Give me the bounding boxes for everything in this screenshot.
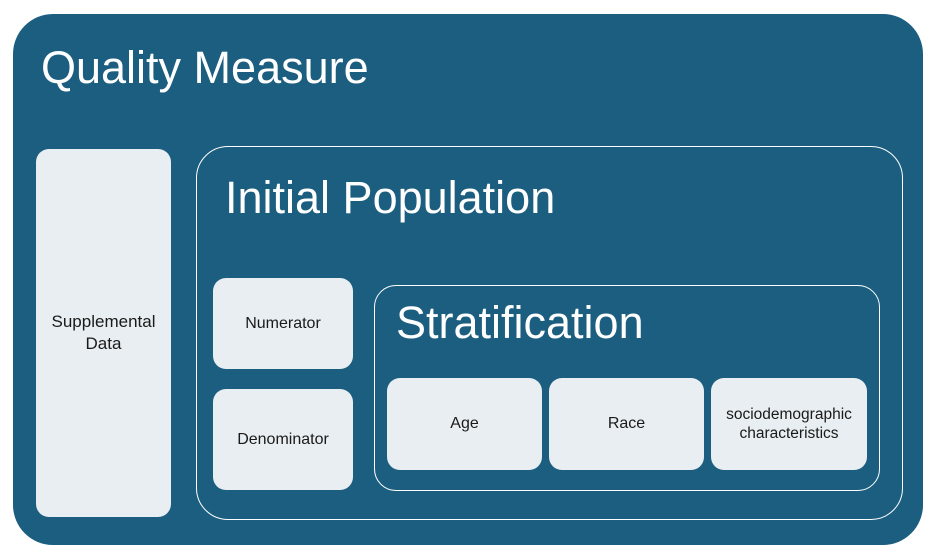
- numerator-label: Numerator: [245, 314, 321, 332]
- denominator-label: Denominator: [237, 430, 329, 448]
- initial-population-title: Initial Population: [225, 172, 556, 223]
- race-box: Race: [549, 378, 704, 470]
- supplemental-data-box: Supplemental Data: [36, 149, 171, 517]
- age-label: Age: [450, 415, 479, 432]
- quality-measure-container: Quality Measure Supplemental Data Initia…: [13, 14, 923, 545]
- sociodemographic-label: sociodemographic characteristics: [726, 405, 852, 442]
- denominator-box: Denominator: [213, 389, 353, 490]
- numerator-box: Numerator: [213, 278, 353, 369]
- quality-measure-title: Quality Measure: [41, 42, 369, 93]
- stratification-container: Stratification Age Race sociodemographic…: [374, 285, 880, 491]
- age-box: Age: [387, 378, 542, 470]
- initial-population-container: Initial Population Numerator Denominator…: [196, 146, 903, 520]
- sociodemographic-box: sociodemographic characteristics: [711, 378, 867, 470]
- race-label: Race: [607, 415, 646, 432]
- supplemental-data-label: Supplemental Data: [51, 311, 156, 353]
- stratification-title: Stratification: [396, 297, 644, 348]
